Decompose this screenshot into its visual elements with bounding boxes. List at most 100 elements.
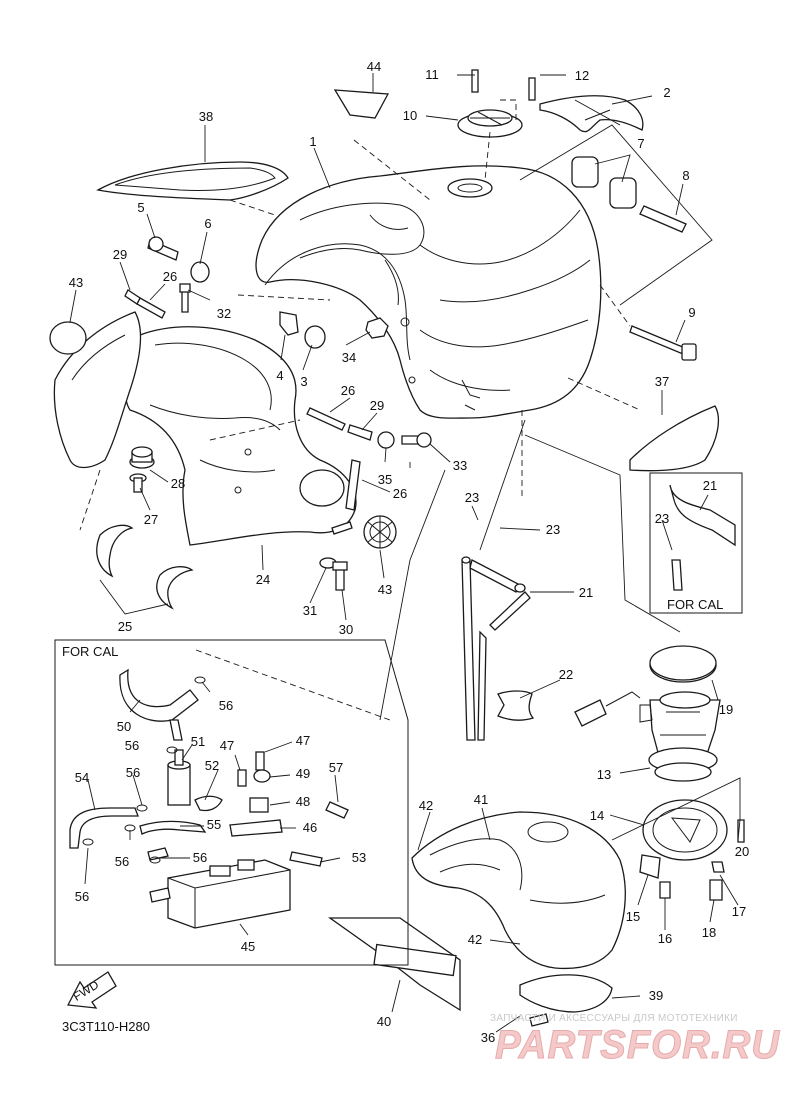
callout: 51	[191, 734, 205, 749]
callout: 5	[137, 200, 144, 215]
washer-6	[190, 261, 210, 283]
callout: 25	[118, 619, 132, 634]
callout: 7	[637, 136, 644, 151]
callout: 20	[735, 844, 749, 859]
callout: 47	[220, 738, 234, 753]
callout: 21	[703, 478, 717, 493]
callout: 42	[468, 932, 482, 947]
callout: 48	[296, 794, 310, 809]
callout: 49	[296, 766, 310, 781]
for-cal-box-left	[54, 639, 409, 966]
callout: 11	[425, 67, 439, 82]
leader-lines	[69, 73, 741, 1033]
callout: 24	[256, 572, 270, 587]
nut-34	[365, 317, 389, 339]
callout: 2	[663, 85, 670, 100]
clip-29b	[347, 424, 373, 441]
callout: 28	[171, 476, 185, 491]
callout: 54	[75, 770, 89, 785]
callout: 56	[193, 850, 207, 865]
callout: 30	[339, 622, 353, 637]
diagram-code: 3C3T110-H280	[62, 1019, 150, 1034]
dashed-guides	[79, 99, 641, 721]
grommet-28	[129, 446, 155, 469]
callout: 34	[342, 350, 356, 365]
bolt-9	[629, 325, 697, 361]
collar-8	[639, 205, 687, 233]
callout: 14	[590, 808, 604, 823]
callout: 4	[276, 368, 283, 383]
watermark-brand: PARTSFOR.RU	[495, 1023, 780, 1067]
collar-27	[129, 473, 147, 493]
callout: 6	[204, 216, 211, 231]
callout: 50	[117, 719, 131, 734]
callout: 42	[419, 798, 433, 813]
callout: 26	[163, 269, 177, 284]
callout: 10	[403, 108, 417, 123]
rubber-26c	[345, 459, 361, 511]
for-cal-box-right	[649, 472, 743, 614]
callout: 26	[341, 383, 355, 398]
callout: 21	[579, 585, 593, 600]
callout: 55	[207, 817, 221, 832]
o-ring-19	[649, 645, 717, 681]
callout: 1	[309, 134, 316, 149]
fuel-hose-21	[461, 556, 531, 741]
clip-25a	[96, 524, 134, 578]
clip-29a	[124, 289, 141, 305]
clamp-22	[497, 690, 535, 721]
callout: 36	[481, 1030, 495, 1045]
rubber-26a	[136, 297, 166, 319]
fwd-arrow-icon	[66, 971, 117, 1009]
callout: 45	[241, 939, 255, 954]
callout: 56	[126, 765, 140, 780]
callout: 56	[219, 698, 233, 713]
callout: 39	[649, 988, 663, 1003]
frame-lines	[379, 124, 741, 841]
clip-17	[711, 861, 725, 873]
callout: 18	[702, 925, 716, 940]
callout: 46	[303, 820, 317, 835]
callout: 43	[69, 275, 83, 290]
for-cal-title-right: FOR CAL	[667, 597, 723, 612]
callout: 27	[144, 512, 158, 527]
callout: 56	[75, 889, 89, 904]
label-44	[333, 89, 390, 119]
callout: 29	[113, 247, 127, 262]
rubber-26b	[306, 407, 346, 431]
callout: 23	[546, 522, 560, 537]
watermark-subtitle: ЗАПЧАСТИ И АКСЕССУАРЫ ДЛЯ МОТОТЕХНИКИ	[490, 1013, 738, 1024]
pad-39	[519, 974, 613, 1013]
callout: 22	[559, 667, 573, 682]
callout: 8	[682, 168, 689, 183]
callout: 56	[115, 854, 129, 869]
callout: 52	[205, 758, 219, 773]
callout: 19	[719, 702, 733, 717]
callout: 23	[655, 511, 669, 526]
bolt-16	[659, 881, 671, 899]
callout: 31	[303, 603, 317, 618]
tank-cover-41	[411, 811, 626, 970]
fuel-cap	[457, 69, 536, 138]
callout: 32	[217, 306, 231, 321]
callout: 15	[626, 909, 640, 924]
callout: 57	[329, 760, 343, 775]
bolt-18	[709, 879, 723, 901]
callout: 3	[300, 374, 307, 389]
callout: 40	[377, 1014, 391, 1029]
bolt-32	[181, 289, 189, 313]
callout: 37	[655, 374, 669, 389]
callout: 13	[597, 767, 611, 782]
callout: 16	[658, 931, 672, 946]
callout: 53	[352, 850, 366, 865]
side-cover-2	[539, 94, 644, 133]
callout: 56	[125, 738, 139, 753]
callout: 47	[296, 733, 310, 748]
collar-3	[304, 325, 326, 349]
grommet-43	[363, 515, 397, 549]
callout: 12	[575, 68, 589, 83]
clip-36	[529, 1013, 549, 1027]
clamp-15	[639, 854, 661, 879]
fuel-tank	[255, 165, 602, 419]
